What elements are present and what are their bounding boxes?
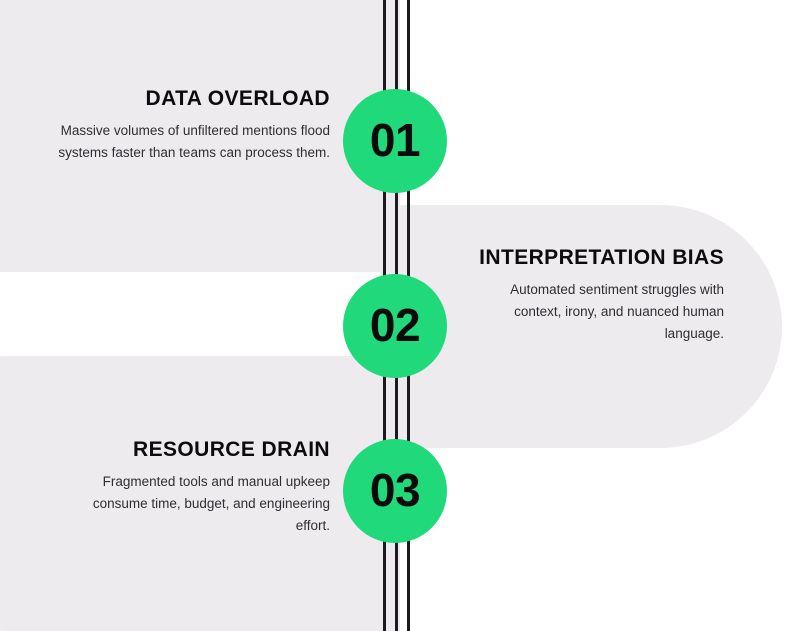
- step-number-label-1: 01: [369, 114, 421, 166]
- step-number-badge-2: 02: [343, 274, 447, 378]
- step-text-1: DATA OVERLOAD Massive volumes of unfilte…: [58, 86, 330, 164]
- step-number-label-2: 02: [369, 299, 421, 351]
- step-text-2: INTERPRETATION BIAS Automated sentiment …: [468, 245, 724, 344]
- step-body-2: Automated sentiment struggles with conte…: [510, 281, 724, 341]
- step-panel-3: [0, 356, 400, 631]
- step-title-3: RESOURCE DRAIN: [133, 438, 330, 461]
- step-number-label-3: 03: [369, 464, 421, 516]
- step-body-1: Massive volumes of unfiltered mentions f…: [58, 122, 330, 160]
- step-panel-2: [380, 205, 782, 448]
- step-number-badge-3: 03: [343, 439, 447, 543]
- step-title-1: DATA OVERLOAD: [145, 87, 330, 110]
- step-number-badge-1: 01: [343, 89, 447, 193]
- step-panel-1: [0, 0, 400, 272]
- step-title-2: INTERPRETATION BIAS: [479, 246, 724, 269]
- step-body-3: Fragmented tools and manual upkeep consu…: [92, 473, 330, 533]
- step-text-3: RESOURCE DRAIN Fragmented tools and manu…: [58, 437, 330, 536]
